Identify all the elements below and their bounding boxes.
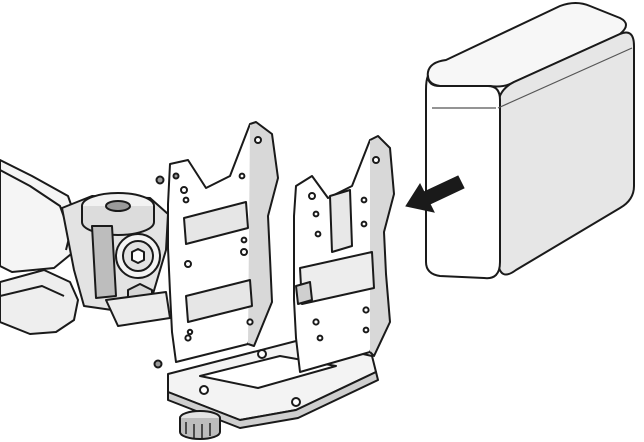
device-box <box>425 2 635 280</box>
monitor-arm <box>0 159 171 335</box>
insert-arrow-icon <box>405 175 465 213</box>
rear-vesa-plate <box>153 121 279 369</box>
front-clamp-plate <box>293 135 395 373</box>
